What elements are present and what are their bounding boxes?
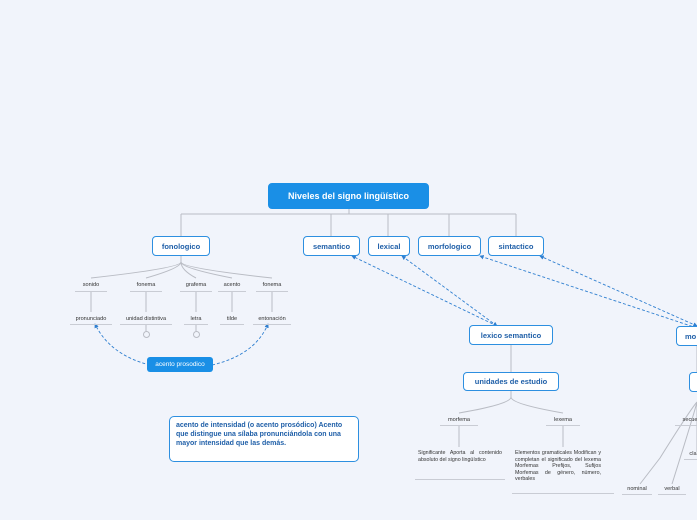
- collapse-circle-icon[interactable]: [142, 331, 150, 338]
- lexico-semantico-node[interactable]: lexico semantico: [469, 325, 553, 345]
- underline-lexema: [546, 425, 580, 426]
- underline-grafema: [180, 291, 212, 292]
- child-fonema[interactable]: fonema: [136, 282, 156, 288]
- child-fonema-2[interactable]: fonema: [262, 282, 282, 288]
- right-node-mo[interactable]: mo: [676, 326, 697, 346]
- level-fonologico[interactable]: fonologico: [152, 236, 210, 256]
- right-cla-label[interactable]: cla: [689, 451, 697, 457]
- grandchild-tilde[interactable]: tilde: [226, 316, 238, 322]
- right-secue-label[interactable]: secue: [682, 417, 697, 423]
- underline-pronunciado: [70, 324, 112, 325]
- right-verbal-label[interactable]: verbal: [664, 486, 680, 492]
- arrow-mo-morfologico: [479, 255, 697, 329]
- underline-entonacion: [253, 324, 291, 325]
- fan-right-2: [671, 401, 697, 485]
- fan-fonema2: [180, 261, 273, 279]
- fan-morfema: [458, 391, 512, 414]
- underline-unidad-distintiva: [120, 324, 172, 325]
- unidades-estudio-node[interactable]: unidades de estudio: [463, 372, 559, 391]
- underline-lexema-text: [512, 493, 614, 494]
- arrow-lexico-semantico: [351, 255, 498, 327]
- child-grafema[interactable]: grafema: [185, 282, 207, 288]
- underline-morfema: [440, 425, 478, 426]
- grandchild-pronunciado[interactable]: pronunciado: [75, 316, 107, 322]
- child-acento[interactable]: acento: [223, 282, 241, 288]
- lexema-description: Elementos gramaticales Modifican y compl…: [515, 450, 601, 483]
- collapse-circle-icon[interactable]: [192, 331, 200, 338]
- arrow-acento-pronunciado: [94, 323, 151, 366]
- grandchild-unidad-distintiva[interactable]: unidad distintiva: [125, 316, 167, 322]
- underline-secue: [675, 425, 697, 426]
- lexema-label[interactable]: lexema: [553, 417, 573, 423]
- underline-sonido: [75, 291, 107, 292]
- underline-acento: [218, 291, 246, 292]
- fan-right-1: [639, 401, 697, 485]
- arrow-lexico-lexical: [401, 255, 498, 327]
- underline-fonema: [130, 291, 162, 292]
- level-sintactico[interactable]: sintactico: [488, 236, 544, 256]
- fan-lexema: [510, 396, 564, 414]
- underline-letra: [184, 324, 208, 325]
- underline-tilde: [220, 324, 244, 325]
- right-nominal-label[interactable]: nominal: [627, 486, 647, 492]
- arrow-acento-entonacion: [211, 323, 269, 366]
- level-morfologico[interactable]: morfologico: [418, 236, 481, 256]
- underline-cla: [684, 459, 697, 460]
- fan-sonido: [90, 256, 182, 279]
- right-node-partial[interactable]: [689, 372, 697, 392]
- underline-fonema-2: [256, 291, 288, 292]
- grandchild-entonacion[interactable]: entonación: [258, 316, 286, 322]
- level-lexical[interactable]: lexical: [368, 236, 410, 256]
- child-sonido[interactable]: sonido: [82, 282, 100, 288]
- underline-nominal: [622, 494, 652, 495]
- morfema-label[interactable]: morfema: [447, 417, 471, 423]
- level-semantico[interactable]: semantico: [303, 236, 360, 256]
- root-node[interactable]: Niveles del signo lingüístico: [268, 183, 429, 209]
- acento-prosodico-node[interactable]: acento prosodico: [147, 357, 213, 372]
- underline-morfema-text: [415, 479, 505, 480]
- grandchild-letra[interactable]: letra: [190, 316, 202, 322]
- morfema-description: Significante Aporta al contenido absolut…: [418, 450, 502, 463]
- fan-acento: [180, 261, 233, 279]
- arrow-mo-sintactico: [539, 255, 697, 327]
- underline-verbal: [658, 494, 686, 495]
- note-acento-intensidad[interactable]: acento de intensidad (o acento prosódico…: [169, 416, 359, 462]
